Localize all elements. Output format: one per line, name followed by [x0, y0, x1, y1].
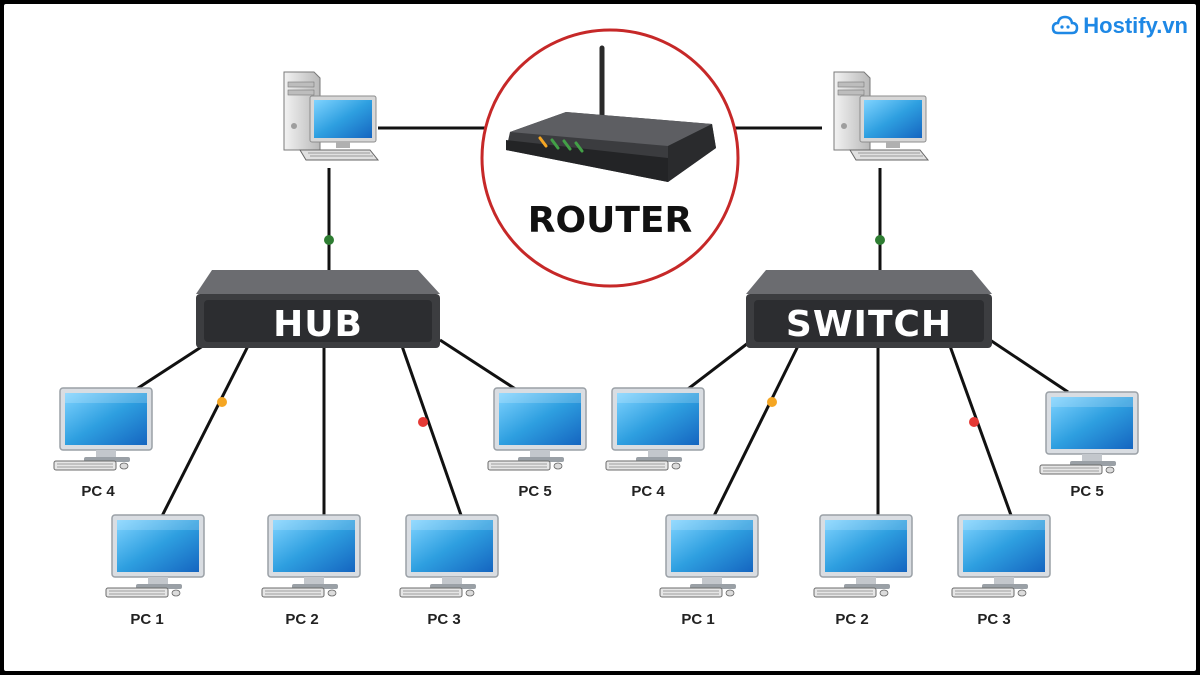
router-icon: [506, 45, 716, 182]
pc-icon: [813, 514, 913, 598]
link-switch-pc3: [948, 345, 1014, 519]
status-dot-green: [324, 235, 334, 245]
switch-pc-label: PC 2: [835, 611, 868, 628]
pc-icon: [951, 514, 1051, 598]
hub-device: HUB: [196, 270, 440, 348]
hub-label: HUB: [273, 304, 363, 345]
pc-icon: [105, 514, 205, 598]
hub-pc-label: PC 1: [130, 611, 163, 628]
status-dot-red: [418, 417, 428, 427]
brand-logo[interactable]: Hostify.vn: [1051, 12, 1188, 40]
link-hub-pc3: [400, 345, 464, 519]
switch-pc-label: PC 5: [1070, 483, 1103, 500]
pc-icon: [53, 387, 153, 471]
router: ROUTER: [480, 28, 740, 288]
pc-icon: [487, 387, 587, 471]
switch-label: SWITCH: [786, 304, 952, 345]
switch-pcs: PC 4 PC 1 PC 2 PC 3 PC 5: [605, 387, 1139, 628]
link-switch-pc4: [683, 338, 753, 394]
pc-icon: [399, 514, 499, 598]
status-dot-orange: [217, 397, 227, 407]
links: [131, 126, 1069, 521]
server-right-icon: [833, 71, 929, 161]
status-dots: [217, 235, 979, 427]
switch-pc-label: PC 1: [681, 611, 714, 628]
switch-pc-label: PC 3: [977, 611, 1010, 628]
hub-pc-label: PC 3: [427, 611, 460, 628]
hub-pc-label: PC 4: [81, 483, 115, 500]
link-switch-pc1: [710, 345, 800, 521]
status-dot-green: [875, 235, 885, 245]
status-dot-orange: [767, 397, 777, 407]
router-label: ROUTER: [528, 200, 692, 241]
hub-pc-label: PC 5: [518, 483, 551, 500]
status-dot-red: [969, 417, 979, 427]
cloud-icon: [1052, 15, 1079, 35]
switch-device: SWITCH: [746, 270, 992, 348]
pc-icon: [659, 514, 759, 598]
link-hub-pc1: [158, 345, 250, 521]
pc-icon: [1039, 391, 1139, 475]
pc-icon: [261, 514, 361, 598]
pc-icon: [605, 387, 705, 471]
link-hub-pc4: [131, 338, 213, 394]
server-left-icon: [283, 71, 379, 161]
switch-pc-label: PC 4: [631, 483, 665, 500]
link-switch-pc5: [989, 338, 1069, 394]
hub-pcs: PC 4 PC 1 PC 2 PC 3 PC 5: [53, 387, 587, 628]
brand-text: Hostify.vn: [1083, 13, 1188, 38]
hub-pc-label: PC 2: [285, 611, 318, 628]
link-hub-pc5: [439, 338, 521, 394]
